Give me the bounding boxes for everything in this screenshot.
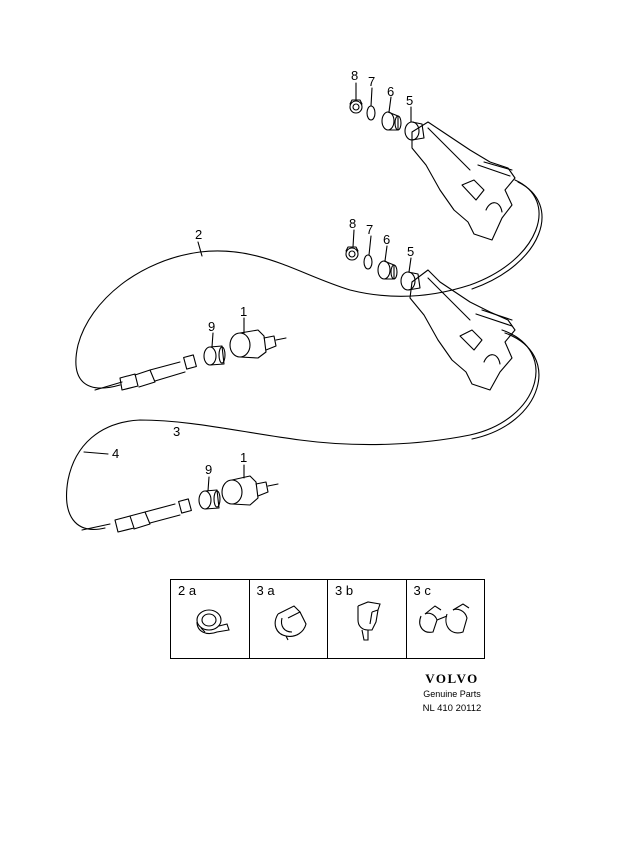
inset-cell-3a: 3 a [248,580,328,658]
callout-cable-4: 4 [112,446,119,461]
clutch-cable-2 [75,179,543,389]
inset-label-2a: 2 a [178,583,197,598]
callout-cable-3: 3 [173,424,180,439]
brand-subtitle: Genuine Parts [423,689,481,699]
inset-label-3b: 3 b [335,583,354,598]
inset-label-3a: 3 a [256,583,275,598]
middle-release-fork [409,269,516,391]
callout-mid-6: 6 [383,232,390,247]
brand-block: VOLVO Genuine Parts NL 410 20112 [412,671,492,714]
upper-leader-lines [355,82,412,123]
callout-upper-7: 7 [368,74,375,89]
callout-upper-5: 5 [406,93,413,108]
clamp-2a-icon [196,609,230,635]
callout-labels: 8 7 6 5 8 7 6 5 2 1 9 3 4 1 9 [112,68,414,477]
callout-upper-1: 1 [240,304,247,319]
middle-leader-lines [352,229,412,273]
callout-mid-7: 7 [366,222,373,237]
upper-release-fork [411,121,516,241]
inset-cell-2a: 2 a [171,580,249,658]
clamp-variants-table: 2 a 3 a 3 b [170,579,485,659]
clip-3b-icon [357,601,381,641]
inset-cell-3c: 3 c [405,580,485,658]
callout-lower-1: 1 [240,450,247,465]
callout-cable-2: 2 [195,227,202,242]
lower-cable-end-fitting [81,489,221,533]
callout-mid-5: 5 [407,244,414,259]
callout-lower-9: 9 [205,462,212,477]
lower-rubber-bushing [207,464,279,506]
clutch-cable-3 [66,329,540,530]
callout-upper-8: 8 [351,68,358,83]
volvo-logo: VOLVO [425,671,479,686]
callout-mid-8: 8 [349,216,356,231]
clamp-3a-icon [274,605,307,641]
clamp-3c-icon [418,603,469,634]
upper-rubber-bushing [211,317,287,359]
inset-cell-3b: 3 b [327,580,406,658]
middle-fork-fasteners [345,246,421,291]
diagram-reference: NL 410 20112 [422,703,482,714]
inset-label-3c: 3 c [413,583,431,598]
callout-upper-6: 6 [387,84,394,99]
upper-cable-end-fitting [94,345,226,391]
callout-upper-9: 9 [208,319,215,334]
